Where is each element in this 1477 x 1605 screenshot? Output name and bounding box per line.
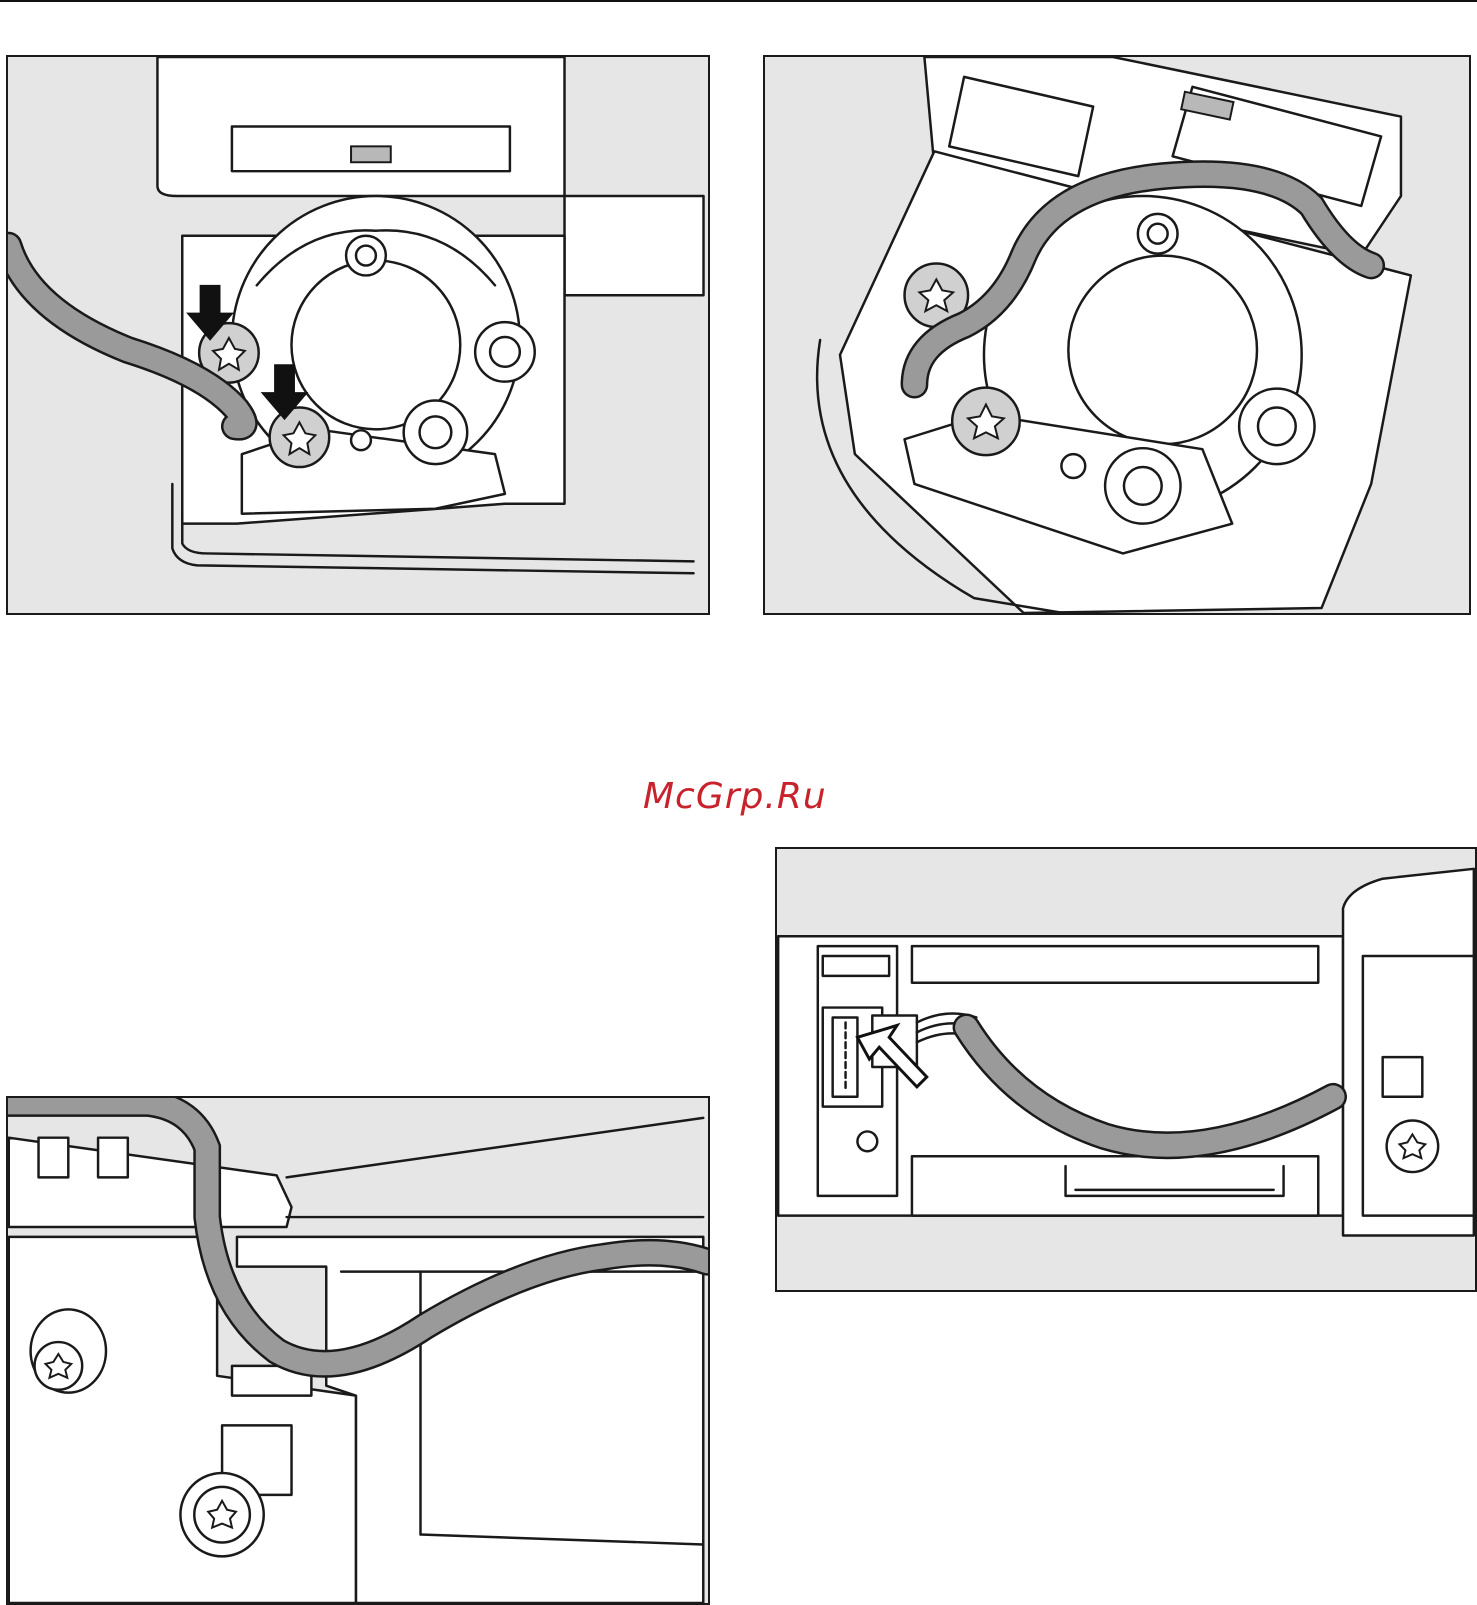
figure-1-illustration [8,57,708,613]
figure-4-panel [775,847,1477,1292]
figure-2-illustration [765,57,1469,613]
figure-1-panel [6,55,710,615]
figure-4-illustration [777,849,1475,1290]
figure-2-panel [763,55,1471,615]
watermark-text: McGrp.Ru [643,776,863,826]
figure-3-panel [6,1096,710,1605]
figure-3-illustration [8,1098,708,1603]
top-rule [0,0,1477,2]
